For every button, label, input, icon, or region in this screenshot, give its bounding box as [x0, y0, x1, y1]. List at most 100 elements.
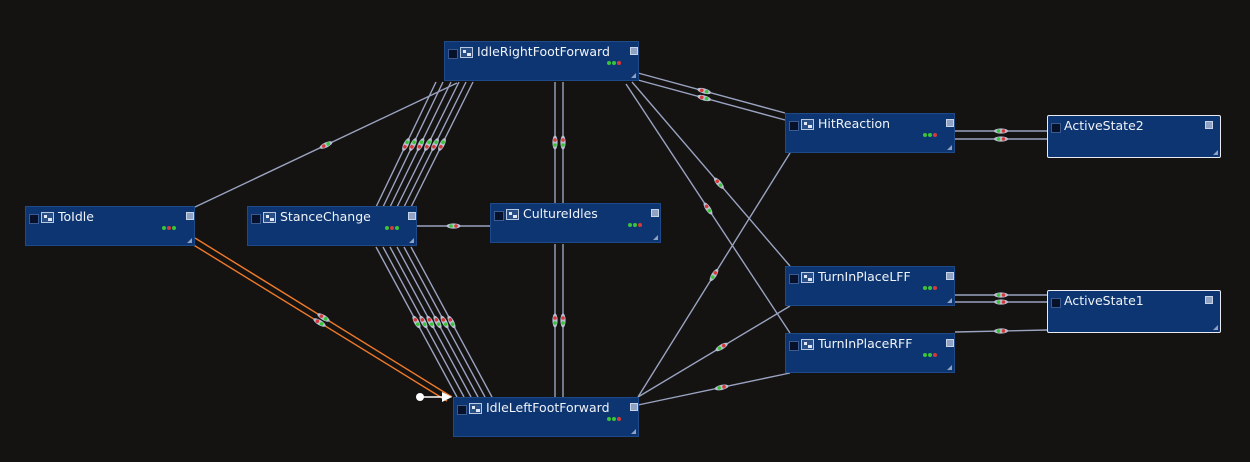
transition-condition-icon[interactable] [560, 135, 566, 150]
node-corner-icon [651, 209, 659, 217]
node-checkbox[interactable] [789, 341, 799, 351]
node-hit-reaction[interactable]: HitReaction [785, 113, 955, 153]
node-active-state2[interactable]: ActiveState2 [1047, 115, 1221, 158]
node-corner-icon [630, 403, 638, 411]
status-dots-icon [607, 50, 625, 65]
resize-grip-icon[interactable] [409, 238, 414, 243]
transition-condition-icon[interactable] [446, 223, 461, 229]
entry-point-icon[interactable] [416, 393, 424, 401]
transition-condition-icon[interactable] [994, 299, 1008, 305]
node-checkbox[interactable] [1051, 298, 1061, 308]
transition-condition-icon[interactable] [408, 137, 419, 152]
node-stance-change[interactable]: StanceChange [247, 206, 417, 246]
node-checkbox[interactable] [1051, 123, 1061, 133]
transition-condition-icon[interactable] [423, 137, 434, 152]
transition-condition-icon[interactable] [437, 137, 448, 152]
state-machine-icon [469, 403, 482, 414]
node-active-state1[interactable]: ActiveState1 [1047, 290, 1221, 333]
node-corner-icon [408, 212, 416, 220]
resize-grip-icon[interactable] [631, 73, 636, 78]
node-label: CultureIdles [523, 206, 598, 221]
transition-condition-icon[interactable] [697, 94, 712, 103]
node-label: ActiveState1 [1064, 293, 1144, 308]
resize-grip-icon[interactable] [947, 365, 952, 370]
transition-condition-icon[interactable] [714, 341, 729, 353]
transition-condition-icon[interactable] [702, 201, 714, 216]
transition-condition-icon[interactable] [439, 315, 450, 330]
node-corner-icon [1205, 121, 1213, 129]
state-machine-icon [801, 339, 814, 350]
node-corner-icon [946, 339, 954, 347]
node-checkbox[interactable] [29, 214, 39, 224]
node-toidle[interactable]: ToIdle [25, 206, 195, 246]
entry-arrow-icon [442, 392, 452, 402]
resize-grip-icon[interactable] [947, 145, 952, 150]
transition-condition-icon[interactable] [401, 137, 412, 152]
status-dots-icon [162, 215, 180, 230]
node-checkbox[interactable] [448, 49, 458, 59]
node-idle-left-foot-forward[interactable]: IdleLeftFootForward [453, 397, 639, 437]
node-label: IdleRightFootForward [477, 44, 610, 59]
transition-condition-icon[interactable] [552, 135, 558, 150]
node-label: StanceChange [280, 209, 371, 224]
transition-line[interactable] [637, 305, 791, 398]
node-corner-icon [630, 47, 638, 55]
transition-condition-icon[interactable] [312, 317, 327, 329]
state-machine-icon [801, 272, 814, 283]
resize-grip-icon[interactable] [187, 238, 192, 243]
node-label: IdleLeftFootForward [486, 400, 610, 415]
transition-condition-icon[interactable] [411, 315, 422, 330]
transition-condition-icon[interactable] [418, 315, 429, 330]
transition-condition-icon[interactable] [994, 292, 1008, 298]
node-label: TurnInPlaceLFF [818, 269, 911, 284]
node-checkbox[interactable] [789, 121, 799, 131]
state-machine-icon [801, 119, 814, 130]
node-corner-icon [946, 119, 954, 127]
transition-condition-icon[interactable] [994, 128, 1008, 134]
node-idle-right-foot-forward[interactable]: IdleRightFootForward [444, 41, 639, 81]
transition-condition-icon[interactable] [415, 137, 426, 152]
transition-line[interactable] [637, 79, 786, 121]
transition-condition-icon[interactable] [708, 268, 720, 283]
transition-condition-icon[interactable] [316, 312, 331, 324]
node-turn-in-place-rff[interactable]: TurnInPlaceRFF [785, 333, 955, 373]
status-dots-icon [923, 275, 941, 290]
status-dots-icon [923, 122, 941, 137]
resize-grip-icon[interactable] [631, 429, 636, 434]
node-label: ToIdle [58, 209, 94, 224]
state-machine-icon [41, 212, 54, 223]
transition-condition-icon[interactable] [560, 313, 566, 328]
resize-grip-icon[interactable] [947, 298, 952, 303]
resize-grip-icon[interactable] [653, 235, 658, 240]
node-turn-in-place-lff[interactable]: TurnInPlaceLFF [785, 266, 955, 306]
resize-grip-icon[interactable] [1213, 150, 1218, 155]
transition-condition-icon[interactable] [994, 136, 1008, 142]
node-checkbox[interactable] [494, 211, 504, 221]
transition-condition-icon[interactable] [446, 315, 457, 330]
node-corner-icon [1205, 296, 1213, 304]
transition-line[interactable] [637, 72, 786, 114]
transition-line[interactable] [631, 81, 791, 267]
transition-condition-icon[interactable] [714, 383, 729, 391]
status-dots-icon [385, 215, 403, 230]
transition-condition-icon[interactable] [425, 315, 436, 330]
transition-condition-icon[interactable] [697, 87, 712, 96]
resize-grip-icon[interactable] [1213, 325, 1218, 330]
node-checkbox[interactable] [251, 214, 261, 224]
node-corner-icon [186, 212, 194, 220]
transition-line[interactable] [637, 372, 791, 406]
node-checkbox[interactable] [457, 405, 467, 415]
transition-condition-icon[interactable] [432, 315, 443, 330]
status-dots-icon [607, 406, 625, 421]
transition-condition-icon[interactable] [994, 328, 1008, 334]
node-checkbox[interactable] [789, 274, 799, 284]
node-corner-icon [946, 272, 954, 280]
node-label: TurnInPlaceRFF [818, 336, 913, 351]
transition-condition-icon[interactable] [712, 176, 725, 190]
transition-condition-icon[interactable] [552, 313, 558, 328]
transition-condition-icon[interactable] [319, 140, 334, 151]
transition-condition-icon[interactable] [430, 137, 441, 152]
status-dots-icon [628, 212, 646, 227]
node-culture-idles[interactable]: CultureIdles [490, 203, 661, 243]
